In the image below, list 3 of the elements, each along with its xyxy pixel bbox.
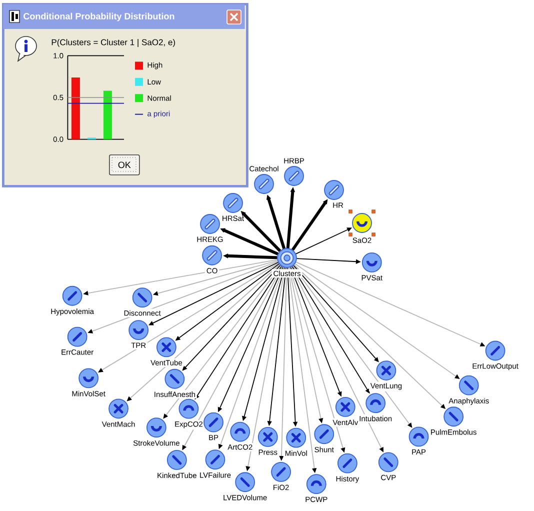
chart-title: P(Clusters = Cluster 1 | SaO2, e) [52,39,175,47]
ok-button: OK [109,154,140,176]
window-title: Conditional Probability Distribution [24,12,174,22]
